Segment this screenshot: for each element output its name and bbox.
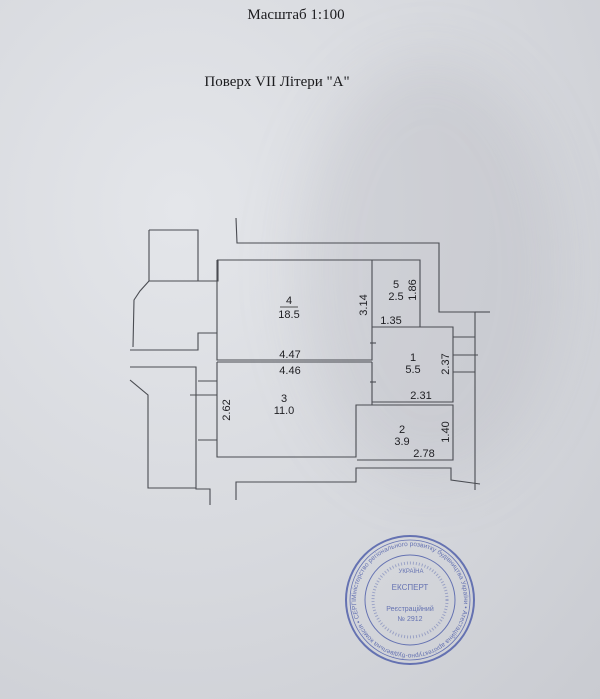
room-2-area: 3.9 — [394, 436, 409, 448]
room-5-number: 5 — [393, 279, 399, 291]
dimension-labels: 3.14 1.86 1.35 4.47 4.46 2.37 2.31 2.62 … — [221, 279, 452, 460]
room-1-area: 5.5 — [405, 364, 420, 376]
dim-r4-width: 4.47 — [279, 349, 300, 361]
room-3-area: 11.0 — [274, 405, 295, 417]
dim-r3-width: 4.46 — [279, 365, 300, 377]
svg-text:№ 2912: № 2912 — [397, 616, 422, 623]
walls — [129, 217, 490, 505]
room-1-number: 1 — [410, 352, 416, 364]
svg-text:Міністерство регіонального роз: Міністерство регіонального розвитку буді… — [0, 0, 469, 660]
room-labels: 4 18.5 5 2.5 1 5.5 3 11.0 2 3.9 — [274, 279, 421, 448]
dim-r2-height: 1.40 — [440, 421, 452, 442]
scale-label: Масштаб 1:100 — [247, 7, 345, 23]
dim-r1-width: 2.31 — [410, 390, 431, 402]
dim-r5-height: 1.86 — [407, 279, 419, 300]
svg-text:УКРАЇНА: УКРАЇНА — [399, 568, 424, 575]
dim-r5-width: 1.35 — [380, 315, 401, 327]
room-2-number: 2 — [399, 424, 405, 436]
dim-r1-height: 2.37 — [440, 353, 452, 374]
room-4-area: 18.5 — [278, 309, 299, 321]
floor-title: Поверх VII Літери "А" — [204, 74, 350, 90]
room-3-number: 3 — [281, 393, 287, 405]
shadow — [300, 60, 560, 480]
room-5-area: 2.5 — [388, 291, 403, 303]
dim-r4-height: 3.14 — [358, 294, 370, 315]
svg-text:Реєстраційний: Реєстраційний — [386, 605, 434, 613]
room-4-number: 4 — [286, 295, 292, 307]
expert-stamp: Міністерство регіонального розвитку буді… — [0, 0, 475, 665]
stamp-ring-text: Міністерство регіонального розвитку буді… — [0, 0, 469, 660]
dim-r2-width: 2.78 — [413, 448, 434, 460]
svg-text:ЕКСПЕРТ: ЕКСПЕРТ — [392, 583, 429, 592]
dim-r3-height: 2.62 — [221, 399, 233, 420]
